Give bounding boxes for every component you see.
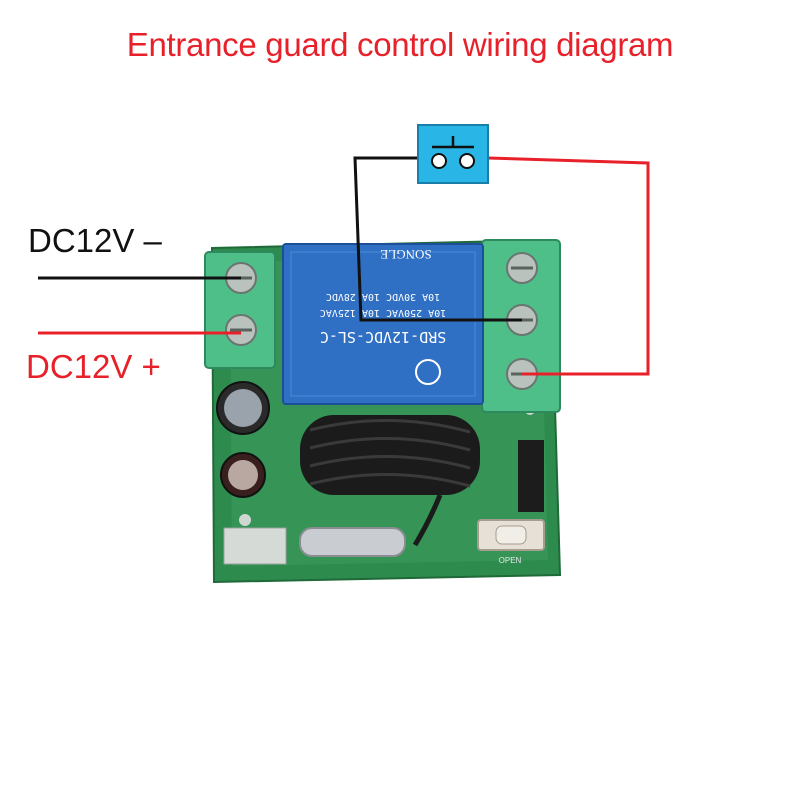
dc12v-negative-label: DC12V –: [28, 222, 162, 259]
board-marking-open: OPEN: [499, 556, 522, 565]
power-terminal-block: [204, 251, 276, 369]
wires: [38, 156, 650, 376]
switch-common-wire: [353, 156, 522, 322]
antenna-coil-icon: [300, 415, 480, 547]
relay-model-text: SRD-12VDC-SL-C: [320, 328, 446, 346]
capacitors: [216, 381, 270, 498]
relay-rating-ac: 10A 250VAC 10A 125VAC: [320, 307, 446, 318]
mount-hole: [239, 514, 251, 526]
learn-button: OPEN: [477, 519, 545, 565]
relay-brand-text: SONGLE: [380, 247, 431, 262]
relay-output-terminal-block: [481, 239, 561, 413]
relay-rating-dc: 10A 30VDC 10A 28VDC: [326, 291, 440, 302]
relay: SRD-12VDC-SL-C 10A 250VAC 10A 125VAC 10A…: [282, 243, 484, 405]
ic-chip: [518, 440, 544, 512]
push-button-icon: [417, 124, 489, 184]
songle-logo: [415, 359, 441, 385]
switch-output-wire: [487, 156, 650, 376]
pin-header: [223, 527, 287, 565]
dc12v-positive-label: DC12V +: [26, 348, 161, 385]
crystal: [299, 527, 406, 557]
diagram-title: Entrance guard control wiring diagram: [126, 26, 674, 63]
